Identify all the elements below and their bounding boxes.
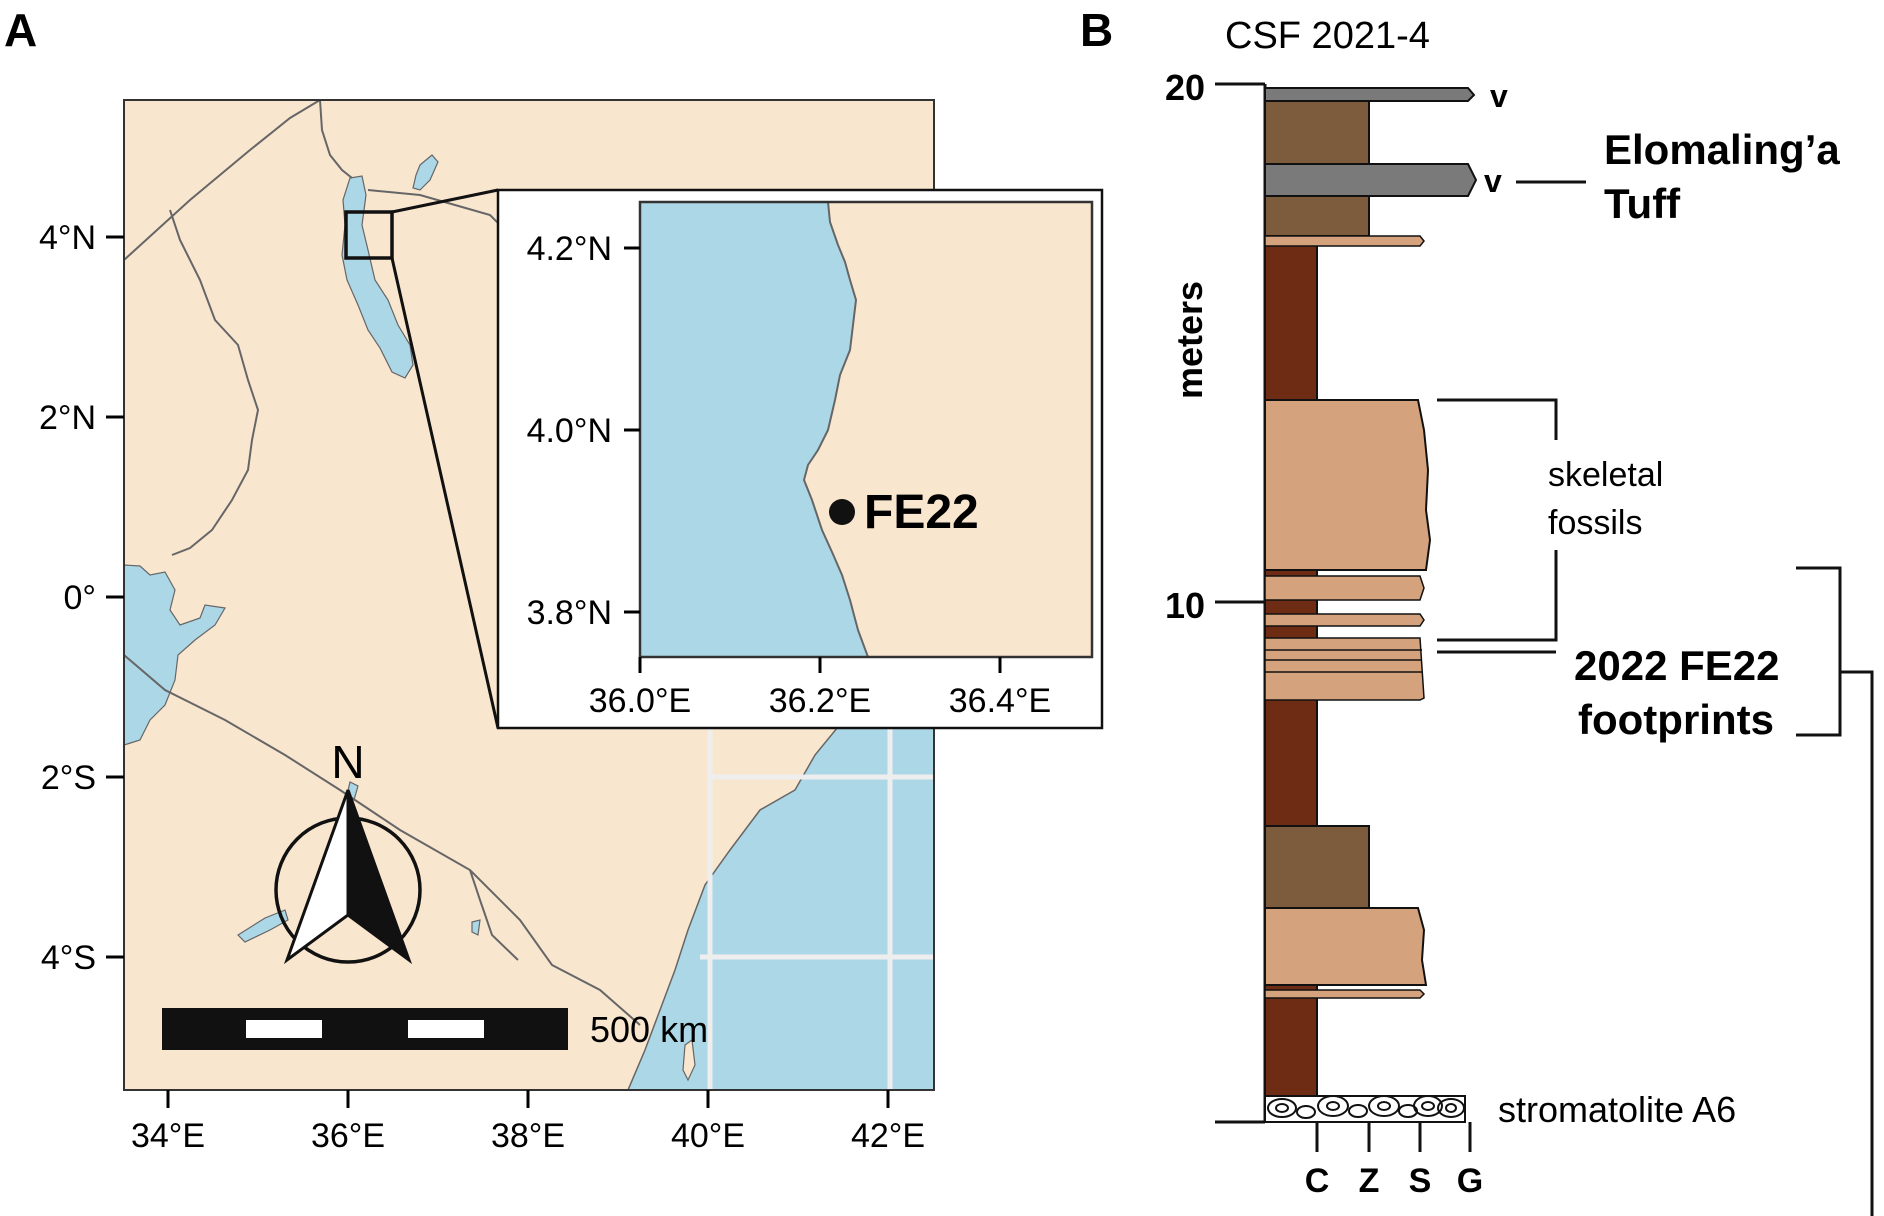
stromatolite-icon — [1267, 1095, 1465, 1119]
grain-size-ticks — [1315, 1122, 1472, 1152]
lon-label-34e: 34°E — [131, 1117, 205, 1155]
lake-eyasi — [237, 909, 289, 943]
sand-thin-lower — [1264, 989, 1426, 999]
lake-turkana — [341, 175, 414, 379]
inset-lat-label-3-8n: 3.8°N — [527, 594, 612, 632]
inset-lat-label-4-2n: 4.2°N — [527, 230, 612, 268]
silt-unit-lower — [1264, 825, 1370, 909]
tuff-mark-upper: v — [1490, 78, 1508, 114]
lake-victoria — [124, 564, 226, 746]
sand-thin-top — [1264, 235, 1425, 247]
panel-a-letter: A — [4, 4, 37, 56]
inset-lat-axis — [624, 246, 640, 614]
tuff-layer-upper — [1264, 87, 1476, 102]
lat-label-4n: 4°N — [39, 219, 96, 257]
inset-lake — [640, 202, 870, 657]
tuff-label-line-2: Tuff — [1604, 180, 1681, 227]
grain-label-sand: S — [1409, 1162, 1432, 1200]
tuff-mark-lower: v — [1484, 163, 1502, 199]
tuff-label-line-1: Elomaling’a — [1604, 126, 1840, 173]
lon-label-40e: 40°E — [671, 1117, 745, 1155]
lake-chew-bahir — [412, 154, 439, 191]
lat-label-4s: 4°S — [41, 939, 96, 977]
sand-unit-fossils — [1264, 399, 1432, 571]
stromatolite-label: stromatolite A6 — [1498, 1089, 1736, 1130]
lon-label-42e: 42°E — [851, 1117, 925, 1155]
lon-label-36e: 36°E — [311, 1117, 385, 1155]
grain-label-clay: C — [1305, 1162, 1330, 1200]
north-arrow-icon — [274, 789, 422, 965]
inset-lat-label-4-0n: 4.0°N — [527, 412, 612, 450]
zanzibar-island — [682, 1038, 696, 1082]
inset-lon-label-36-0e: 36.0°E — [589, 682, 691, 720]
panel-b-letter: B — [1080, 4, 1113, 56]
grain-label-gravel: G — [1457, 1162, 1483, 1200]
sand-bed-footprints — [1264, 637, 1425, 701]
inset-lon-label-36-2e: 36.2°E — [769, 682, 871, 720]
sand-bed-1 — [1264, 575, 1425, 601]
footprints-label-line-2: footprints — [1578, 696, 1774, 743]
lat-label-0: 0° — [63, 579, 96, 617]
lat-label-2n: 2°N — [39, 399, 96, 437]
map-lat-axis — [106, 235, 124, 959]
country-borders — [124, 100, 641, 1026]
tuff-layer-lower — [1264, 163, 1478, 197]
inset-map: 4.2°N 4.0°N 3.8°N 36.0°E 36.2°E 36.4°E F… — [496, 188, 1104, 730]
tick-label-10: 10 — [1165, 585, 1205, 626]
site-label: FE22 — [864, 486, 979, 539]
fossils-label-line-2: fossils — [1548, 504, 1642, 542]
silt-unit-2 — [1264, 193, 1370, 237]
map-lon-axis — [166, 1090, 890, 1108]
footprints-leader-line — [1840, 670, 1874, 1216]
inset-connector-top — [391, 188, 499, 214]
grain-label-silt: Z — [1359, 1162, 1380, 1200]
fossils-label-line-1: skeletal — [1548, 456, 1663, 494]
inset-connector-bottom — [390, 257, 500, 729]
lake-manyara — [471, 919, 481, 936]
footprints-bracket — [1796, 566, 1842, 737]
inset-lon-label-36-4e: 36.4°E — [949, 682, 1051, 720]
section-title: CSF 2021-4 — [1225, 15, 1430, 57]
sand-bed-2 — [1264, 613, 1425, 627]
sand-unit-lower — [1264, 907, 1428, 986]
fossils-bracket — [1437, 398, 1558, 642]
north-label: N — [331, 736, 364, 788]
lat-label-2s: 2°S — [41, 759, 96, 797]
inset-lon-axis — [638, 657, 1002, 673]
footprint-laminae — [1265, 649, 1422, 673]
axis-label-meters: meters — [1169, 281, 1210, 399]
study-area-box — [344, 210, 394, 260]
silt-unit-top — [1264, 99, 1370, 171]
stratigraphic-column: 20 10 meters — [1165, 67, 1874, 1216]
scale-bar — [162, 1008, 568, 1050]
site-marker-icon — [829, 499, 855, 525]
lon-label-38e: 38°E — [491, 1117, 565, 1155]
tick-label-20: 20 — [1165, 67, 1205, 108]
footprints-label-line-1: 2022 FE22 — [1574, 642, 1780, 689]
scale-label: 500 km — [590, 1009, 708, 1050]
